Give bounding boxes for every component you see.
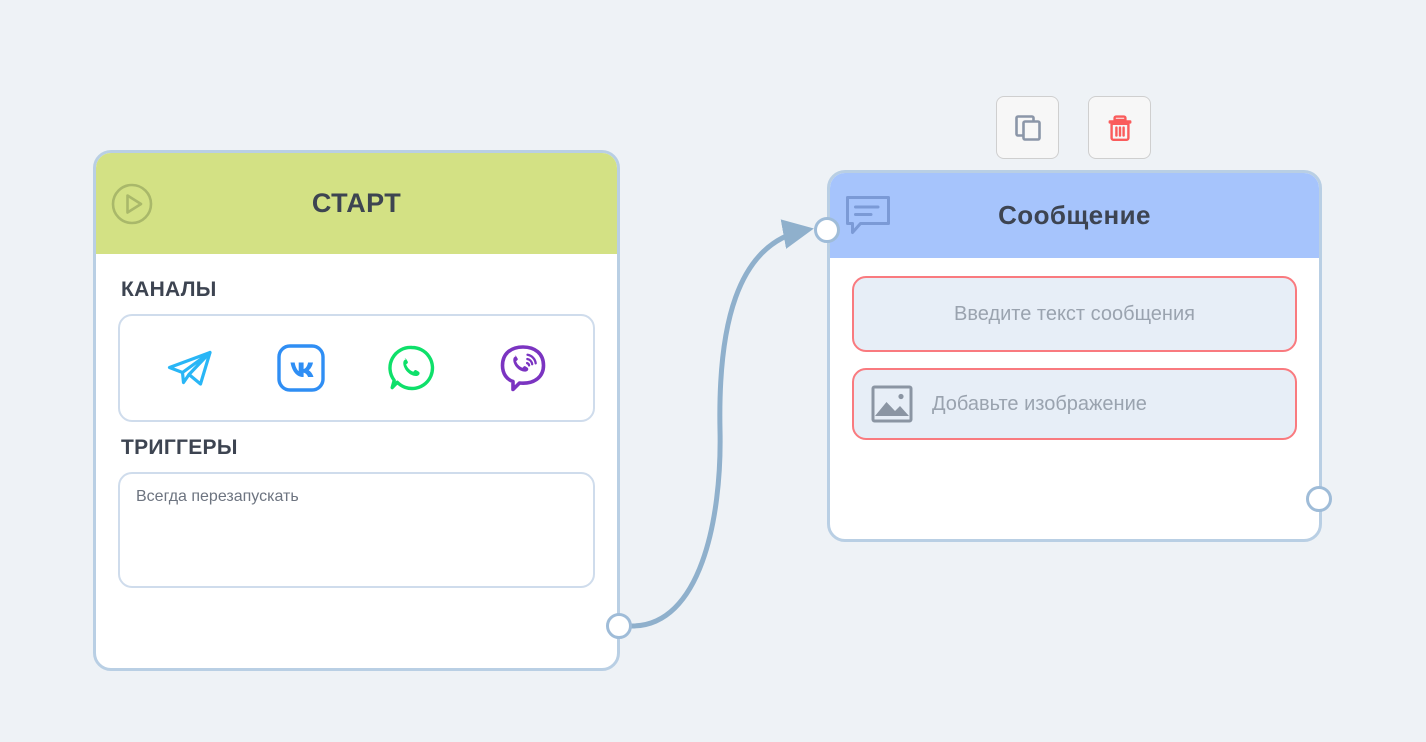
telegram-icon bbox=[167, 350, 212, 386]
edge-start-to-message bbox=[629, 219, 814, 629]
viber-icon bbox=[501, 345, 546, 392]
whatsapp-icon bbox=[388, 345, 435, 391]
channel-viber[interactable] bbox=[494, 339, 552, 397]
channel-whatsapp[interactable] bbox=[383, 339, 441, 397]
message-text-placeholder: Введите текст сообщения bbox=[954, 302, 1195, 325]
delete-node-button[interactable] bbox=[1088, 96, 1151, 159]
start-output-port[interactable] bbox=[606, 613, 632, 639]
node-message[interactable]: Сообщение Введите текст сообщения Добавь… bbox=[827, 170, 1322, 542]
channels-section-label: КАНАЛЫ bbox=[121, 278, 217, 301]
speech-bubble-icon bbox=[846, 195, 890, 234]
channel-telegram[interactable] bbox=[161, 339, 219, 397]
message-image-input[interactable]: Добавьте изображение bbox=[852, 368, 1297, 440]
message-image-placeholder: Добавьте изображение bbox=[932, 392, 1147, 415]
trigger-value: Всегда перезапускать bbox=[136, 488, 299, 505]
start-node-title: СТАРТ bbox=[311, 188, 402, 218]
play-circle-icon bbox=[111, 183, 153, 224]
triggers-section-label: ТРИГГЕРЫ bbox=[121, 436, 238, 459]
vk-icon bbox=[277, 344, 325, 392]
copy-node-button[interactable] bbox=[996, 96, 1059, 159]
trash-icon bbox=[1108, 114, 1131, 141]
node-start[interactable]: СТАРТ КАНАЛЫ bbox=[93, 150, 620, 671]
node-toolbar bbox=[996, 96, 1151, 159]
message-node-title: Сообщение bbox=[998, 200, 1151, 230]
channel-vkontakte[interactable] bbox=[272, 339, 330, 397]
message-output-port[interactable] bbox=[1306, 486, 1332, 512]
start-node-header: СТАРТ bbox=[96, 153, 617, 254]
channels-list bbox=[118, 314, 595, 422]
message-node-body: Введите текст сообщения Добавьте изображ… bbox=[830, 258, 1319, 458]
message-node-header: Сообщение bbox=[830, 173, 1319, 258]
message-input-port[interactable] bbox=[814, 217, 840, 243]
copy-icon bbox=[1014, 114, 1041, 141]
triggers-input[interactable]: Всегда перезапускать bbox=[118, 472, 595, 588]
image-icon bbox=[871, 385, 913, 423]
start-node-body: КАНАЛЫ bbox=[96, 254, 617, 608]
message-text-input[interactable]: Введите текст сообщения bbox=[852, 276, 1297, 352]
